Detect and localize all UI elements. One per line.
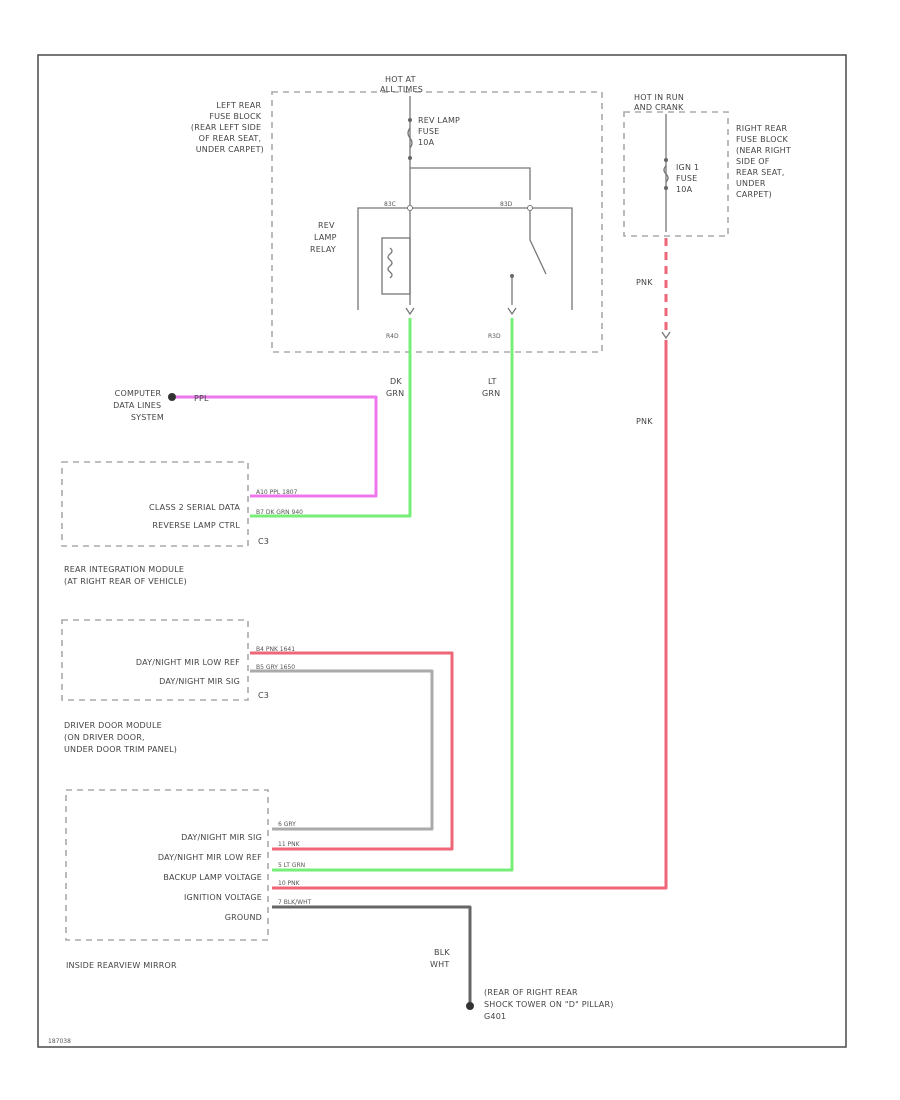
right-connector-icon	[661, 331, 671, 340]
ign1-fuse-label: IGN 1 FUSE 10A	[676, 163, 702, 194]
hot-in-run-crank-label: HOT IN RUN AND CRANK	[634, 93, 687, 112]
left-fuse-block-label: LEFT REAR FUSE BLOCK (REAR LEFT SIDE OF …	[191, 101, 264, 154]
right-rear-fuse-block	[623, 111, 729, 237]
right-fuse-block-label: RIGHT REAR FUSE BLOCK (NEAR RIGHT SIDE O…	[736, 124, 794, 199]
inside-rearview-mirror-box	[65, 789, 269, 941]
mirror-pin-code-7: 7 BLK/WHT	[278, 899, 312, 906]
mirror-pin-code-5: 5 LT GRN	[278, 862, 305, 869]
blk-wht-ground-wire	[272, 905, 472, 1005]
mirror-pin-sig: DAY/NIGHT MIR SIG	[181, 833, 262, 842]
mirror-pin-code-10: 10 PNK	[278, 880, 301, 887]
rev-lamp-fuse-label: REV LAMP FUSE 10A	[418, 116, 463, 147]
pnk-wire-label-bottom: PNK	[636, 417, 653, 426]
connector-r4d-label: R4D	[386, 333, 399, 340]
ppl-wire-label: PPL	[194, 394, 209, 403]
rev-lamp-relay-box	[357, 207, 573, 310]
fuse-to-switch-line	[410, 167, 531, 200]
mirror-pin-ignition: IGNITION VOLTAGE	[184, 893, 262, 902]
relay-pin-a: 83C	[384, 201, 396, 208]
mirror-pin-low-ref: DAY/NIGHT MIR LOW REF	[158, 853, 262, 862]
rim-label: REAR INTEGRATION MODULE (AT RIGHT REAR O…	[64, 565, 187, 586]
rear-integration-module-box	[61, 461, 249, 547]
ddm-pin-code-b4: B4 PNK 1641	[256, 646, 295, 653]
ground-location-label: (REAR OF RIGHT REAR SHOCK TOWER ON "D" P…	[484, 988, 616, 1021]
rim-connector-label: C3	[258, 537, 269, 546]
relay-terminal-a	[407, 205, 413, 211]
computer-data-lines-label: COMPUTER DATA LINES SYSTEM	[113, 389, 164, 422]
mirror-pin-backup-lamp: BACKUP LAMP VOLTAGE	[163, 873, 262, 882]
connector-r3d-label: R3D	[488, 333, 501, 340]
rim-pin-code-a10: A10 PPL 1807	[256, 489, 298, 496]
relay-terminal-b	[527, 205, 533, 211]
relay-coil-icon	[381, 237, 411, 295]
lt-grn-backup-lamp-wire	[272, 318, 514, 872]
dk-grn-wire-label: DK GRN	[386, 377, 405, 398]
pnk-ignition-voltage-wire	[272, 340, 668, 890]
fuse-terminal-bottom	[408, 156, 412, 160]
ddm-connector-label: C3	[258, 691, 269, 700]
ddm-pin-sig: DAY/NIGHT MIR SIG	[159, 677, 240, 686]
blk-wht-wire-label: BLK WHT	[430, 948, 453, 969]
diagram-frame	[37, 54, 847, 1048]
ign1-fuse-terminal-bottom	[664, 186, 668, 190]
ground-g401-icon	[466, 1002, 474, 1010]
ign1-fuse-icon	[663, 165, 669, 183]
rev-lamp-fuse-icon	[407, 127, 413, 149]
ddm-label: DRIVER DOOR MODULE (ON DRIVER DOOR, UNDE…	[64, 721, 177, 754]
rim-pin-code-b7: B7 DK GRN 940	[256, 509, 303, 516]
pnk-mir-low-ref-wire	[250, 651, 454, 851]
ddm-pin-low-ref: DAY/NIGHT MIR LOW REF	[136, 658, 240, 667]
mirror-pin-ground: GROUND	[225, 913, 262, 922]
connector-r3d-icon	[507, 307, 517, 316]
connector-r4d-icon	[405, 307, 415, 316]
driver-door-module-box	[61, 619, 249, 701]
pnk-wire-label-top: PNK	[636, 278, 653, 287]
rim-pin-reverse-lamp-ctrl: REVERSE LAMP CTRL	[152, 521, 240, 530]
dk-grn-reverse-lamp-ctrl-wire	[250, 318, 412, 518]
mirror-pin-code-6: 6 GRY	[278, 821, 296, 828]
ppl-serial-data-wire	[176, 395, 378, 498]
mirror-pin-code-11: 11 PNK	[278, 841, 301, 848]
relay-coil-winding	[387, 247, 393, 279]
ign1-fuse-terminal-top	[664, 158, 668, 162]
diagram-id: 187038	[48, 1038, 71, 1045]
rev-lamp-relay-label: REV LAMP RELAY	[310, 221, 339, 254]
hot-at-all-times-label: HOT AT ALL TIMES	[380, 75, 423, 94]
mirror-label: INSIDE REARVIEW MIRROR	[66, 961, 177, 970]
left-rear-fuse-block	[271, 91, 603, 353]
rim-pin-serial-data: CLASS 2 SERIAL DATA	[149, 503, 240, 512]
computer-data-lines-connector	[168, 393, 176, 401]
fuse-terminal-top	[408, 118, 412, 122]
gry-mir-sig-wire	[250, 669, 434, 831]
ddm-pin-code-b5: B5 GRY 1650	[256, 664, 295, 671]
lt-grn-wire-label: LT GRN	[482, 377, 500, 398]
relay-pin-b: 83D	[500, 201, 513, 208]
relay-switch-blade	[529, 239, 547, 275]
